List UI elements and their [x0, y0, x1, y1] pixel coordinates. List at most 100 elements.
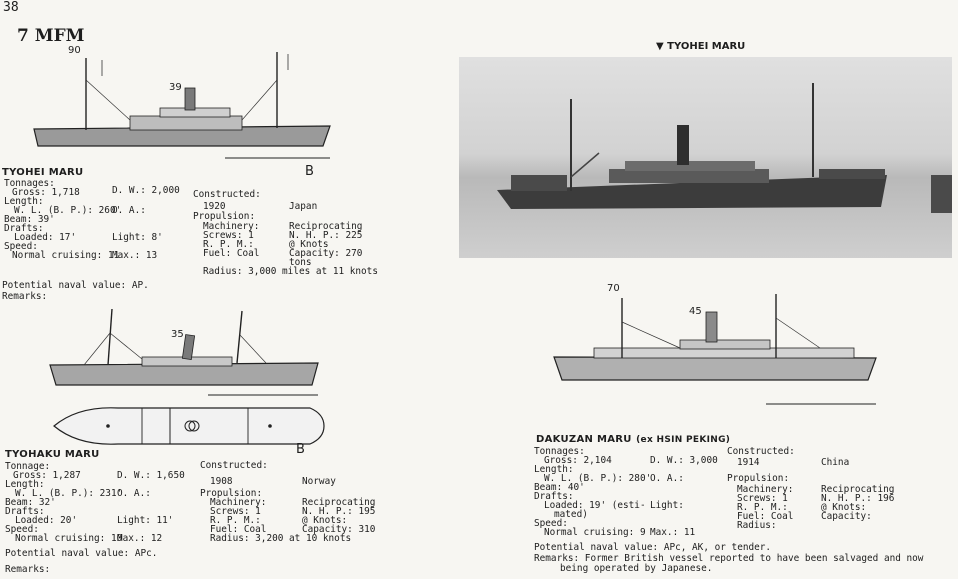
- spec-value: Beam: 39': [4, 214, 55, 225]
- spec-value: Capacity:: [821, 511, 872, 522]
- spec-value: Radius: 3,200 at 10 knots: [210, 533, 352, 544]
- spec-value: O. A.:: [112, 205, 146, 216]
- spec-value: Light: 8': [112, 232, 163, 243]
- spec-value: Fuel: Coal: [203, 248, 260, 259]
- spec-value: D. W.: 1,650: [117, 470, 185, 481]
- spec-label: Length:: [5, 479, 45, 490]
- tyohei-profile-drawing: [33, 52, 331, 159]
- spec-label: Constructed:: [727, 446, 795, 457]
- spec-label: Drafts:: [534, 491, 574, 502]
- spec-value: Beam: 32': [5, 497, 56, 508]
- tyohaku-plan-drawing: [53, 407, 325, 445]
- spec-label: Constructed:: [193, 189, 261, 200]
- spec-value: Reciprocating: [289, 221, 363, 232]
- spec-value: Beam: 40': [534, 482, 585, 493]
- spec-label: Constructed:: [200, 460, 268, 471]
- spec-label: Machinery:: [737, 484, 794, 495]
- spec-value: Loaded: 17': [14, 232, 77, 243]
- spec-value: Reciprocating: [821, 484, 895, 495]
- naval-value: Potential naval value: AP.: [2, 280, 149, 291]
- spec-label: Tonnage:: [5, 461, 51, 472]
- spec-value: Light: 11': [117, 515, 174, 526]
- funnel-height-label: 35: [171, 329, 184, 340]
- spec-value: Normal cruising: 10: [15, 533, 123, 544]
- spec-value: Screws: 1: [203, 230, 254, 241]
- spec-value: Light:: [650, 500, 684, 511]
- spec-value: mated): [554, 509, 588, 520]
- spec-label: Propulsion:: [200, 488, 263, 499]
- spec-value: Max.: 12: [117, 533, 163, 544]
- spec-label: Length:: [4, 196, 44, 207]
- spec-label: Length:: [534, 464, 574, 475]
- spec-value: tons: [289, 257, 312, 268]
- spec-value: D. W.: 3,000: [650, 455, 718, 466]
- spec-label: Speed:: [4, 241, 38, 252]
- naval-value: Potential naval value: APc, AK, or tende…: [534, 542, 772, 553]
- spec-value: Radius:: [737, 520, 777, 531]
- spec-value: Screws: 1: [210, 506, 261, 517]
- remarks-label: Remarks:: [5, 564, 51, 575]
- scale-letter: B: [305, 164, 314, 179]
- spec-value: O. A.:: [117, 488, 151, 499]
- spec-value: Normal cruising: 11: [12, 250, 120, 261]
- spec-label: Propulsion:: [727, 473, 790, 484]
- spec-label: R. P. M.:: [203, 239, 254, 250]
- ship-title-block: DAKUZAN MARU (ex HSIN PEKING): [536, 429, 730, 447]
- remarks-text: Remarks: Former British vessel reported …: [534, 553, 924, 564]
- spec-value: Japan: [289, 201, 318, 212]
- ship-title: DAKUZAN MARU: [536, 434, 632, 445]
- funnel-height-label: 39: [169, 82, 182, 93]
- spec-value: Fuel: Coal: [210, 524, 267, 535]
- spec-label: Propulsion:: [193, 211, 256, 222]
- spec-value: @ Knots:: [302, 515, 348, 526]
- naval-value: Potential naval value: APc.: [5, 548, 158, 559]
- spec-value: Norway: [302, 476, 336, 487]
- remarks-label: Remarks:: [2, 291, 48, 302]
- mast-height-label: 90: [68, 45, 81, 56]
- spec-value: 1920: [203, 201, 226, 212]
- section-heading: 7 MFM: [17, 26, 85, 46]
- spec-value: Capacity: 270: [289, 248, 363, 259]
- spec-value: Reciprocating: [302, 497, 376, 508]
- spec-value: Normal cruising: 9: [544, 527, 646, 538]
- spec-value: W. L. (B. P.): 231': [15, 488, 123, 499]
- spec-value: China: [821, 457, 850, 468]
- spec-value: Max.: 11: [650, 527, 696, 538]
- spec-value: Gross: 1,718: [12, 187, 80, 198]
- spec-label: Tonnages:: [534, 446, 585, 457]
- spec-label: Tonnages:: [4, 178, 55, 189]
- spec-value: Max.: 13: [112, 250, 158, 261]
- ship-photograph: [459, 57, 952, 258]
- spec-value: N. H. P.: 196: [821, 493, 895, 504]
- spec-value: O. A.:: [650, 473, 684, 484]
- remarks-text: being operated by Japanese.: [560, 563, 713, 574]
- spec-value: Gross: 2,104: [544, 455, 612, 466]
- spec-value: Fuel: Coal: [737, 511, 794, 522]
- spec-value: Radius: 3,000 miles at 11 knots: [203, 266, 378, 277]
- spec-label: Drafts:: [4, 223, 44, 234]
- spec-value: @ Knots: [289, 239, 329, 250]
- funnel-height-label: 45: [689, 306, 702, 317]
- ship-title: TYOHAKU MARU: [5, 449, 100, 460]
- spec-value: 1908: [210, 476, 233, 487]
- spec-label: Speed:: [534, 518, 568, 529]
- spec-value: W. L. (B. P.): 260': [14, 205, 122, 216]
- spec-value: 1914: [737, 457, 760, 468]
- scale-letter: B: [296, 442, 305, 457]
- spec-value: Screws: 1: [737, 493, 788, 504]
- spec-label: R. P. M.:: [737, 502, 788, 513]
- spec-label: Machinery:: [210, 497, 267, 508]
- spec-value: D. W.: 2,000: [112, 185, 180, 196]
- spec-label: Speed:: [5, 524, 39, 535]
- spec-value: Loaded: 19' (esti-: [544, 500, 646, 511]
- spec-label: Machinery:: [203, 221, 260, 232]
- spec-value: Capacity: 310: [302, 524, 376, 535]
- ship-title: TYOHEI MARU: [2, 167, 84, 178]
- page-number: 38: [3, 0, 19, 15]
- mast-height-label: 70: [607, 283, 620, 294]
- spec-value: N. H. P.: 225: [289, 230, 363, 241]
- spec-label: Drafts:: [5, 506, 45, 517]
- spec-value: Loaded: 20': [15, 515, 78, 526]
- dakuzan-profile-drawing: [553, 294, 877, 405]
- photo-caption: ▼ TYOHEI MARU: [656, 41, 746, 52]
